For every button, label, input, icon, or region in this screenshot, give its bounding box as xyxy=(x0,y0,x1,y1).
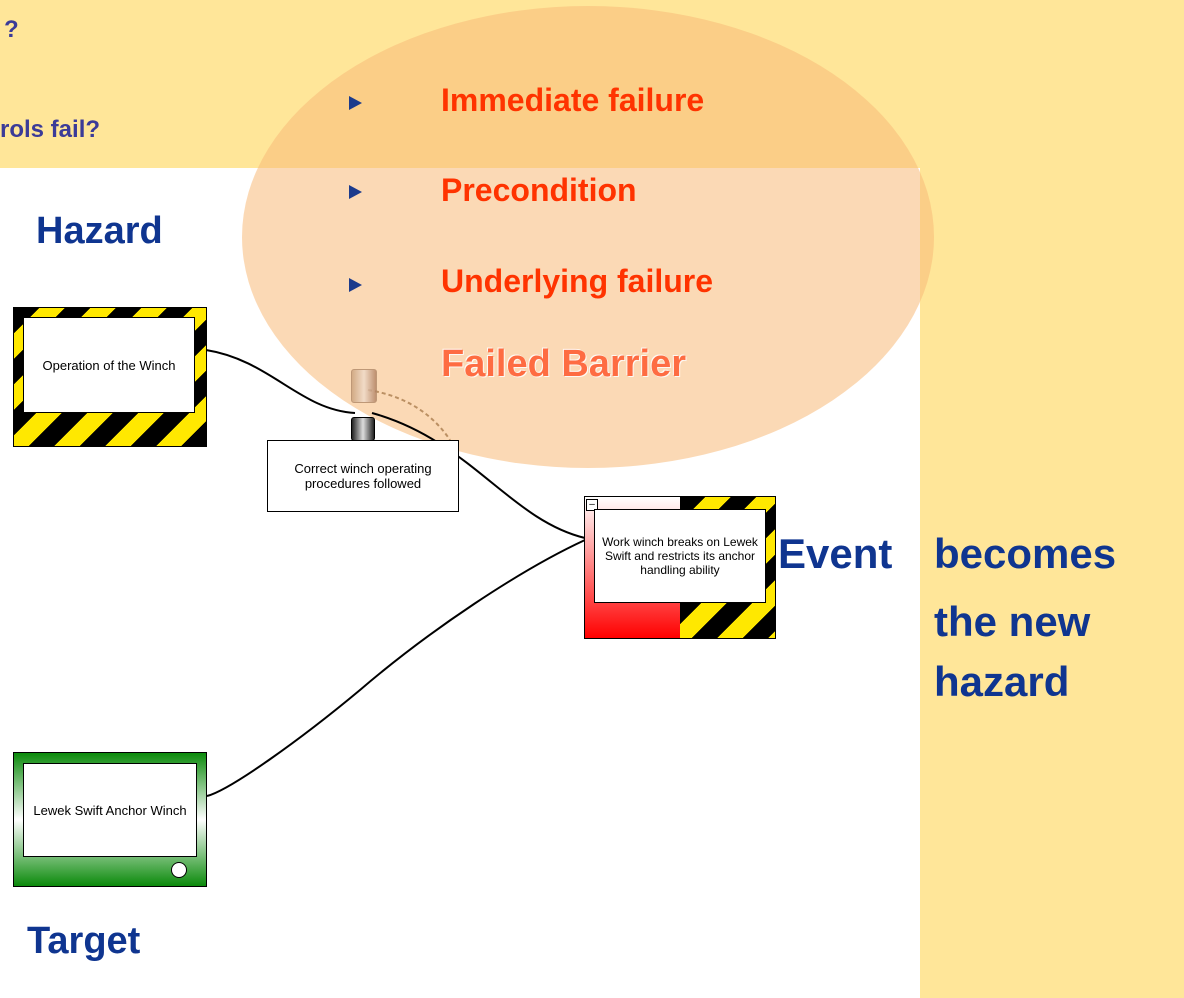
legend-arrow-icon xyxy=(349,278,362,292)
target-marker-icon xyxy=(171,862,187,878)
event-label: Event xyxy=(778,530,893,577)
failed-barrier-line xyxy=(367,389,451,441)
event-node[interactable]: – Work winch breaks on Lewek Swift and r… xyxy=(584,496,776,639)
legend-arrow-icon xyxy=(349,185,362,199)
hazard-node-text: Operation of the Winch xyxy=(23,317,195,413)
target-node-text: Lewek Swift Anchor Winch xyxy=(23,763,197,857)
hazard-new-label: hazard xyxy=(934,658,1070,705)
target-node[interactable]: Lewek Swift Anchor Winch xyxy=(13,752,207,887)
barrier-icon xyxy=(351,417,375,441)
hazard-node[interactable]: Operation of the Winch xyxy=(13,307,207,447)
becomes-label: becomes xyxy=(934,530,1117,577)
header-question-1: ? xyxy=(4,16,19,43)
collapse-icon[interactable]: – xyxy=(586,499,598,511)
legend-underlying-failure: Underlying failure xyxy=(441,263,714,299)
barrier-to-event-line xyxy=(371,412,586,539)
hazard-to-barrier-line xyxy=(205,349,356,414)
failed-barrier-icon xyxy=(351,369,377,403)
legend-failed-barrier: Failed Barrier xyxy=(441,343,686,385)
barrier-node[interactable]: Correct winch operating procedures follo… xyxy=(267,440,459,512)
target-to-event-line xyxy=(206,539,586,797)
header-question-2: rols fail? xyxy=(0,116,101,143)
legend-arrow-icon xyxy=(349,96,362,110)
legend-immediate-failure: Immediate failure xyxy=(441,82,705,118)
the-new-label: the new xyxy=(934,598,1091,645)
event-node-text: Work winch breaks on Lewek Swift and res… xyxy=(594,509,766,603)
hazard-label: Hazard xyxy=(36,210,163,252)
legend-precondition: Precondition xyxy=(441,172,637,208)
right-band xyxy=(920,0,1184,998)
target-label: Target xyxy=(27,920,141,962)
